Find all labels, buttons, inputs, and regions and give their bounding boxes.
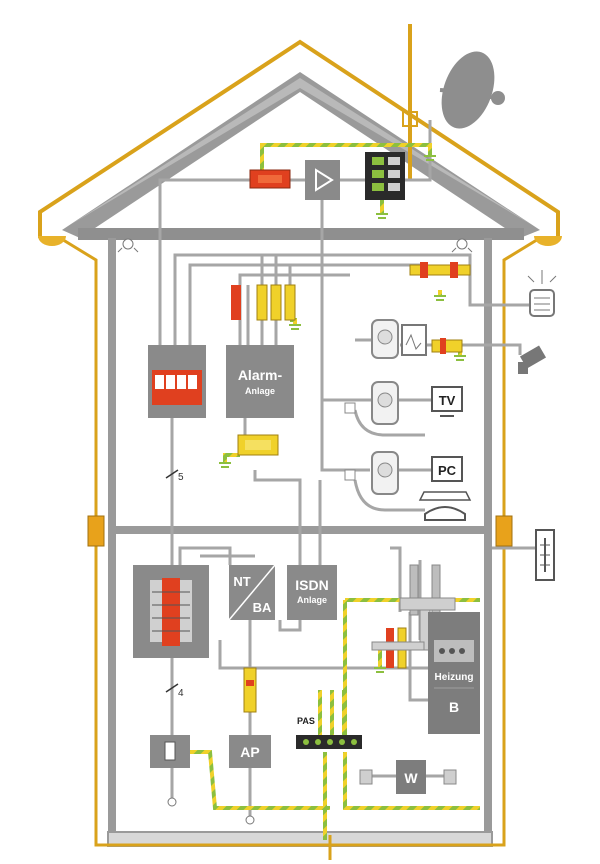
antenna-amplifier: [305, 160, 340, 200]
alarm-label-line2: Anlage: [245, 386, 275, 396]
nt-label: NT: [233, 574, 250, 589]
heizung-label: Heizung: [435, 672, 474, 683]
main-distribution-box: [133, 565, 209, 658]
antenna-terminal-block: [365, 152, 405, 200]
upper-distribution-box: [148, 345, 206, 418]
ap-line-arrester: [243, 667, 257, 713]
alarm-line-arresters: [231, 284, 296, 321]
junction-box: [344, 469, 356, 481]
water-meter-label: W: [404, 770, 418, 786]
telephone-icon: [424, 506, 466, 521]
test-joint-left: [87, 515, 105, 547]
alarm-system-box: Alarm- Anlage: [226, 345, 294, 418]
gutter-right: [534, 236, 562, 246]
thermometer-icon: [535, 529, 555, 581]
tv-icon: TV: [431, 386, 463, 417]
ba-label: BA: [253, 600, 272, 615]
cable-count-lower: 4: [178, 688, 184, 699]
right-wall: [484, 238, 492, 838]
left-wall: [108, 238, 116, 838]
pas-busbar: PAS: [296, 716, 362, 749]
tv-label: TV: [439, 393, 456, 408]
isdn-label-line2: Anlage: [297, 595, 327, 605]
pas-label: PAS: [297, 716, 315, 726]
water-meter: W: [359, 760, 457, 794]
boiler-b-label: B: [449, 699, 459, 715]
earth-symbols: [219, 155, 466, 673]
house-outline: [38, 39, 562, 860]
isdn-label-line1: ISDN: [295, 577, 328, 593]
heating-line-arresters: [371, 627, 425, 669]
ground-point: [245, 815, 255, 825]
outdoor-light-icon: [527, 270, 557, 317]
roof-arrester: [249, 169, 291, 189]
pc-icon: PC: [418, 456, 472, 501]
nt-ba-box: NT BA: [228, 564, 276, 621]
inline-arrester-top: [409, 262, 471, 278]
chimney-pipes: [399, 564, 456, 651]
protection-socket-pc: [371, 451, 399, 495]
pc-label: PC: [438, 463, 457, 478]
protection-socket-camera: [371, 319, 399, 359]
heating-boiler: Heizung B: [428, 612, 480, 734]
isdn-system-box: ISDN Anlage: [287, 565, 337, 620]
cable-count-upper: 5: [178, 472, 184, 483]
ap-box: AP: [229, 735, 271, 768]
ap-label: AP: [240, 744, 259, 760]
ceiling-lamp-icon: [117, 238, 473, 253]
camera-line-arrester: [431, 338, 463, 354]
ground-point: [167, 797, 177, 807]
gutter-left: [38, 236, 66, 246]
protection-socket-tv: [371, 381, 399, 425]
alarm-arrester-yellow: [237, 434, 279, 456]
meter-fuse-box: [150, 735, 190, 768]
alarm-label-line1: Alarm-: [238, 367, 283, 383]
satellite-dish-icon: [439, 51, 505, 129]
junction-box: [344, 402, 356, 414]
measurement-device-icon: [401, 324, 427, 356]
camera-icon: [518, 345, 547, 374]
test-joint-right: [495, 515, 513, 547]
